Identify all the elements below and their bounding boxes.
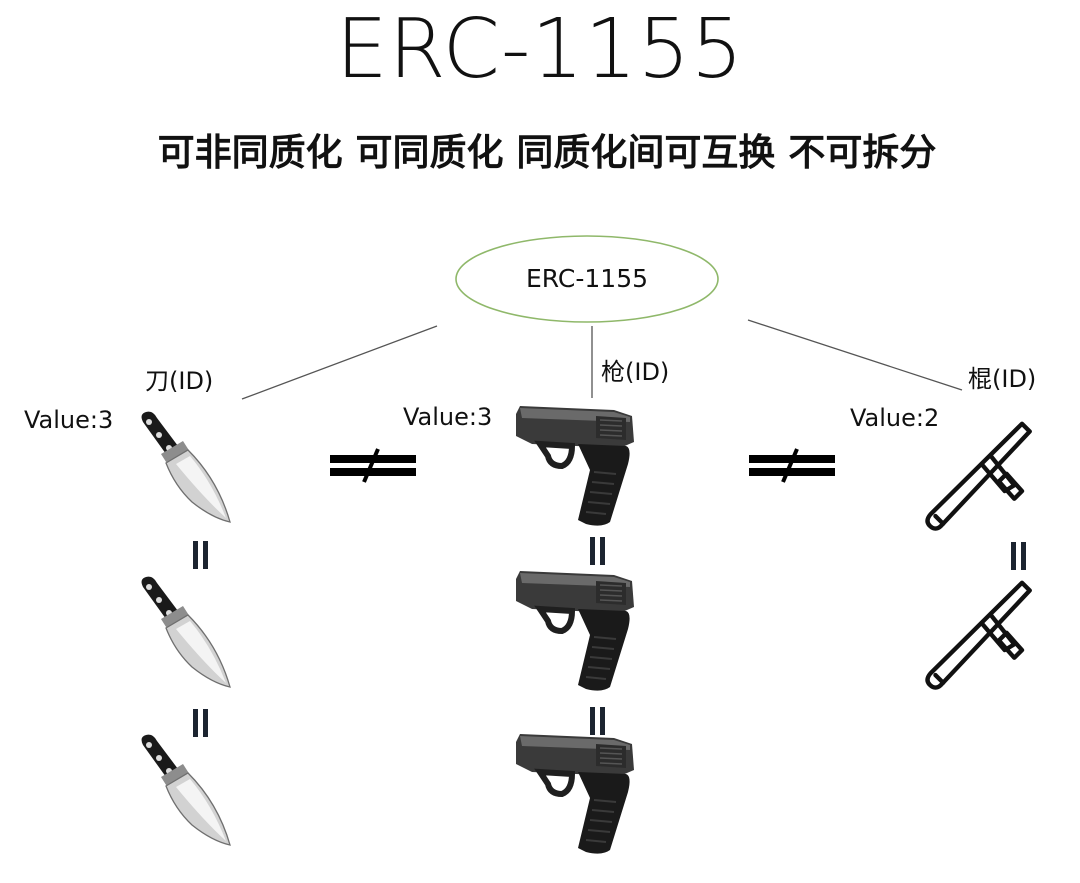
item-value-pistol: Value:3: [403, 403, 493, 431]
not-equal-icon: [330, 448, 416, 483]
equals-icon: [590, 537, 605, 565]
kitchen-knife-icon: [140, 733, 231, 846]
item-name-knife: 刀(ID): [145, 367, 214, 395]
pistol-icon: [516, 734, 634, 854]
not-equal-icon: [749, 448, 835, 483]
kitchen-knife-icon: [140, 575, 231, 688]
pistol-icon: [516, 406, 634, 526]
pistol-icon: [516, 571, 634, 691]
equals-icon: [193, 541, 208, 569]
baton-icon: [928, 424, 1030, 529]
root-node-ellipse: [455, 235, 719, 323]
item-value-knife: Value:3: [24, 406, 114, 434]
equals-icon: [193, 709, 208, 737]
kitchen-knife-icon: [140, 410, 231, 523]
equals-icon: [590, 707, 605, 735]
baton-icon: [928, 583, 1030, 688]
subtitle: 可非同质化 可同质化 同质化间可互换 不可拆分: [157, 131, 937, 174]
root-node-label: ERC-1155: [525, 264, 649, 293]
connector-line-knife: [241, 325, 438, 400]
connector-line-baton: [747, 319, 963, 391]
item-value-baton: Value:2: [850, 404, 940, 432]
equals-icon: [1011, 542, 1026, 570]
page-title: ERC-1155: [335, 2, 745, 97]
item-name-baton: 棍(ID): [968, 365, 1037, 393]
item-name-pistol: 枪(ID): [601, 358, 670, 386]
